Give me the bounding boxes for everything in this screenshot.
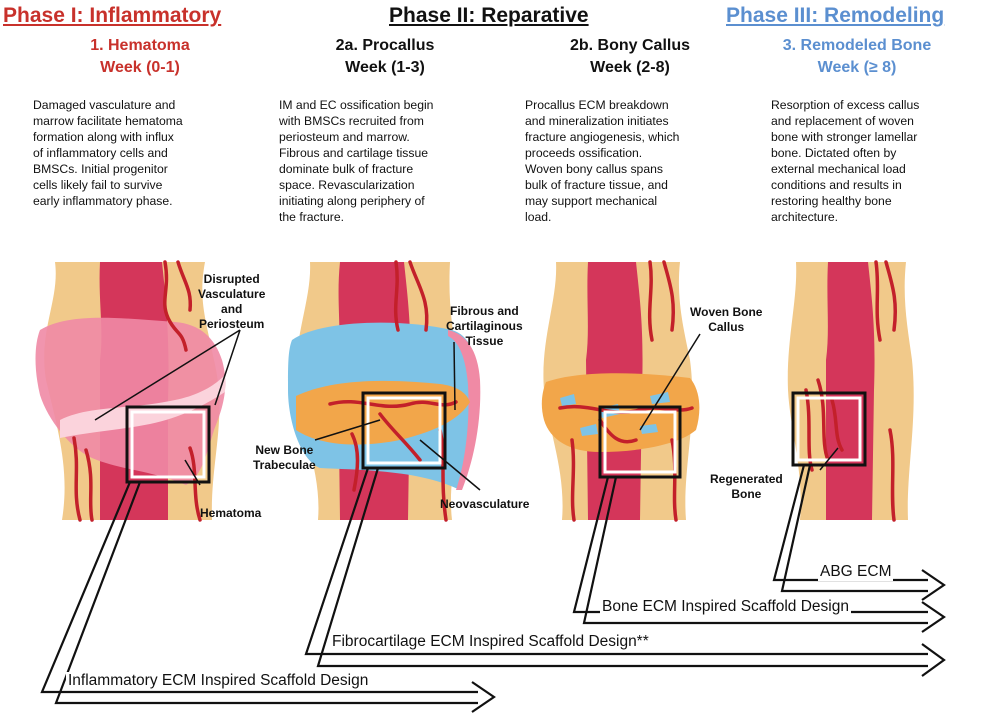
bone-ecm-arrow-label: Bone ECM Inspired Scaffold Design xyxy=(600,598,851,616)
label-line: Bone xyxy=(710,487,783,502)
label-line: Tissue xyxy=(446,334,523,349)
bony-callus-bone-panel xyxy=(542,262,700,520)
label-line: New Bone xyxy=(253,443,316,458)
label-line: Woven Bone xyxy=(690,305,762,320)
hematoma-label: Hematoma xyxy=(200,506,261,521)
disrupted-vasculature-label: Disrupted Vasculature and Periosteum xyxy=(198,272,265,332)
label-line: Cartilaginous xyxy=(446,319,523,334)
procallus-bone-panel xyxy=(288,262,480,520)
label-line: Disrupted xyxy=(198,272,265,287)
inflam-ecm-arrowhead xyxy=(472,682,494,712)
abg-ecm-arrow-label: ABG ECM xyxy=(818,563,893,581)
label-line: and xyxy=(198,302,265,317)
label-line: Regenerated xyxy=(710,472,783,487)
fibrous-cartilaginous-label: Fibrous and Cartilaginous Tissue xyxy=(446,304,523,349)
abg-arrowhead xyxy=(922,570,944,600)
inflammatory-ecm-arrow-label: Inflammatory ECM Inspired Scaffold Desig… xyxy=(66,672,370,690)
woven-bone-callus-label: Woven Bone Callus xyxy=(690,305,762,335)
hematoma-bone-panel xyxy=(36,262,226,520)
label-line: Fibrous and xyxy=(446,304,523,319)
label-line: Vasculature xyxy=(198,287,265,302)
label-line: Callus xyxy=(690,320,762,335)
regenerated-bone-label: Regenerated Bone xyxy=(710,472,783,502)
neovasculature-label: Neovasculature xyxy=(440,497,529,512)
label-line: Trabeculae xyxy=(253,458,316,473)
label-line: Periosteum xyxy=(198,317,265,332)
new-bone-trabeculae-label: New Bone Trabeculae xyxy=(253,443,316,473)
marrow-cavity xyxy=(826,262,875,520)
bone-ecm-arrowhead xyxy=(922,602,944,632)
fibro-ecm-arrowhead xyxy=(922,644,944,676)
fibrocartilage-ecm-arrow-label: Fibrocartilage ECM Inspired Scaffold Des… xyxy=(330,633,651,651)
